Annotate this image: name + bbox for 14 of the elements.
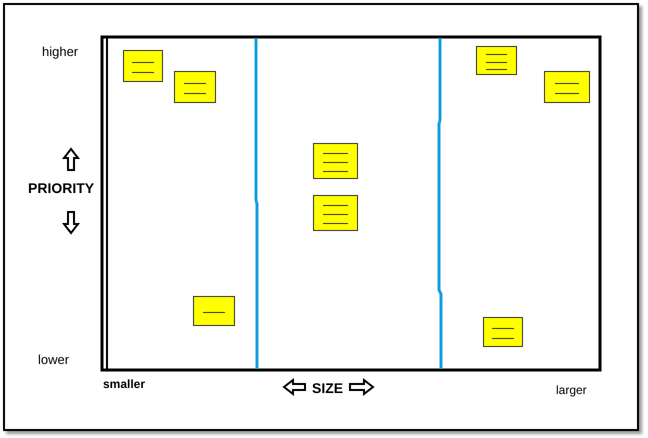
axis-label: lower: [38, 352, 70, 367]
sticky-note: [476, 46, 517, 75]
axis-label: smaller: [103, 377, 146, 391]
sticky-note: [544, 71, 590, 103]
sticky-note: [313, 143, 358, 179]
sticky-note: [123, 50, 163, 82]
axis-label: PRIORITY: [28, 180, 94, 196]
axis-label: larger: [556, 383, 587, 397]
sticky-note: [313, 195, 358, 231]
axis-label: higher: [42, 44, 78, 59]
sticky-note: [193, 296, 235, 326]
sticky-note: [483, 317, 523, 347]
sticky-note: [174, 71, 216, 103]
axis-label: SIZE: [312, 380, 344, 396]
